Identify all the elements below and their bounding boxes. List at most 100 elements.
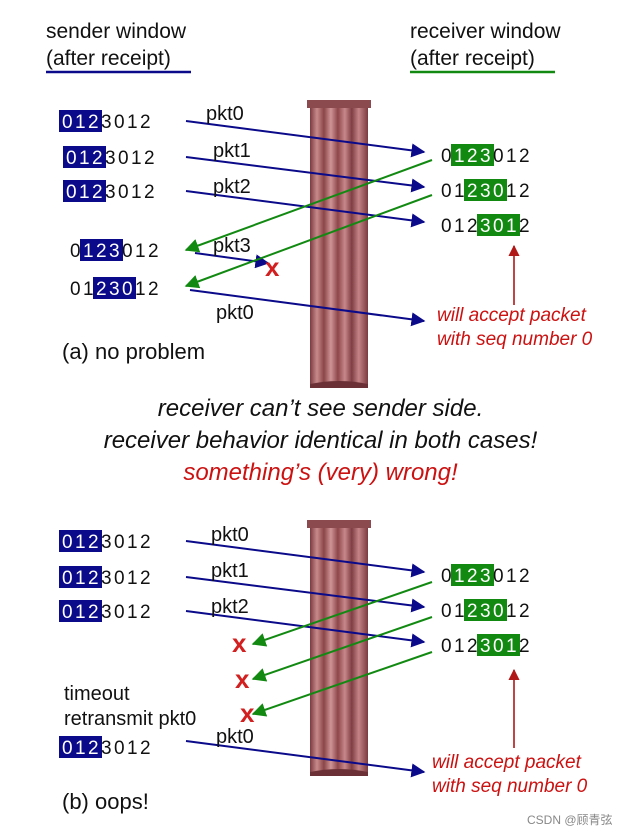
caption-b: (b) oops! <box>62 789 149 814</box>
pkt-label-b-3: pkt0 <box>216 726 254 748</box>
seq-digit: 2 <box>467 146 478 167</box>
seq-digit: 0 <box>441 566 452 587</box>
seq-digit: 2 <box>96 241 107 262</box>
seq-digit: 1 <box>135 241 146 262</box>
seq-digit: 0 <box>493 181 504 202</box>
seq-digit: 1 <box>506 636 517 657</box>
seq-digit: 2 <box>519 636 530 657</box>
seq-digit: 2 <box>148 241 159 262</box>
seq-digit: 2 <box>96 279 107 300</box>
seq-digit: 2 <box>144 148 155 169</box>
seq-digit: 3 <box>480 601 491 622</box>
seq-digit: 1 <box>506 181 517 202</box>
seq-digit: 1 <box>131 148 142 169</box>
seq-digit: 1 <box>79 182 90 203</box>
seq-digit: 0 <box>493 566 504 587</box>
seq-digit: 0 <box>114 532 125 553</box>
window-highlight <box>93 277 136 299</box>
seq-digit: 1 <box>75 532 86 553</box>
seq-digit: 0 <box>66 148 77 169</box>
seq-digit: 0 <box>441 146 452 167</box>
seq-digit: 0 <box>114 738 125 759</box>
seq-digit: 0 <box>62 532 73 553</box>
note-a-line2: with seq number 0 <box>437 329 593 350</box>
window-highlight <box>63 180 106 202</box>
ack-a-2 <box>184 194 433 289</box>
seq-digit: 2 <box>140 738 151 759</box>
pkt-label-b-1: pkt1 <box>211 560 249 582</box>
window-highlight <box>59 736 102 758</box>
window-highlight <box>59 530 102 552</box>
seq-digit: 3 <box>101 532 112 553</box>
scenario-a-arrows <box>184 120 520 327</box>
seq-digit: 1 <box>454 566 465 587</box>
ack-b-3 <box>251 651 433 717</box>
seq-digit: 0 <box>118 148 129 169</box>
sender-header-subtitle: (after receipt) <box>46 47 171 70</box>
seq-digit: 2 <box>467 216 478 237</box>
seq-digit: 0 <box>70 241 81 262</box>
pkt-label-a-1: pkt1 <box>213 140 251 162</box>
seq-digit: 0 <box>62 568 73 589</box>
note-b-line2: with seq number 0 <box>432 776 588 797</box>
sender-header-title: sender window <box>46 20 187 43</box>
seq-digit: 0 <box>70 279 81 300</box>
seq-digit: 1 <box>127 112 138 133</box>
seq-digit: 1 <box>454 216 465 237</box>
seq-digit: 2 <box>148 279 159 300</box>
seq-digit: 2 <box>92 182 103 203</box>
statement-line3: something’s (very) wrong! <box>183 459 458 486</box>
seq-digit: 2 <box>467 181 478 202</box>
loss-x-icon-b3: x <box>240 698 255 728</box>
pkt-label-a-2: pkt2 <box>213 176 251 198</box>
seq-digit: 1 <box>75 738 86 759</box>
seq-digit: 3 <box>109 241 120 262</box>
seq-digit: 1 <box>131 182 142 203</box>
window-highlight <box>451 564 494 586</box>
arrow-a-pkt0 <box>185 120 426 158</box>
seq-digit: 3 <box>101 568 112 589</box>
watermark: CSDN @顾青弦 <box>527 813 613 827</box>
seq-digit: 0 <box>114 112 125 133</box>
seq-digit: 1 <box>506 146 517 167</box>
seq-digit: 0 <box>441 601 452 622</box>
seq-digit: 2 <box>467 566 478 587</box>
seq-digit: 3 <box>480 216 491 237</box>
seq-digit: 0 <box>62 738 73 759</box>
seq-digit: 2 <box>140 602 151 623</box>
seq-digit: 1 <box>83 241 94 262</box>
seq-digit: 2 <box>140 568 151 589</box>
pkt-label-a-4: pkt0 <box>216 302 254 324</box>
note-b-line1: will accept packet <box>432 752 581 773</box>
statement-line1: receiver can’t see sender side. <box>157 395 484 422</box>
seq-digit: 1 <box>75 602 86 623</box>
seq-digit: 0 <box>62 602 73 623</box>
window-highlight <box>59 566 102 588</box>
seq-digit: 2 <box>519 216 530 237</box>
arrow-b-pkt0 <box>185 540 426 578</box>
loss-x-icon-b2: x <box>235 664 250 694</box>
statement-line2: receiver behavior identical in both case… <box>103 427 538 454</box>
timeout-label: timeout <box>64 683 130 705</box>
seq-digit: 1 <box>454 601 465 622</box>
seq-digit: 2 <box>519 566 530 587</box>
pkt-label-a-3: pkt3 <box>213 235 251 257</box>
seq-digit: 3 <box>480 636 491 657</box>
seq-digit: 2 <box>519 181 530 202</box>
seq-digit: 1 <box>454 636 465 657</box>
seq-digit: 1 <box>127 738 138 759</box>
seq-digit: 1 <box>506 216 517 237</box>
window-highlight <box>63 146 106 168</box>
window-highlight <box>464 599 507 621</box>
seq-digit: 2 <box>140 532 151 553</box>
seq-digit: 1 <box>127 602 138 623</box>
seq-digit: 3 <box>105 182 116 203</box>
